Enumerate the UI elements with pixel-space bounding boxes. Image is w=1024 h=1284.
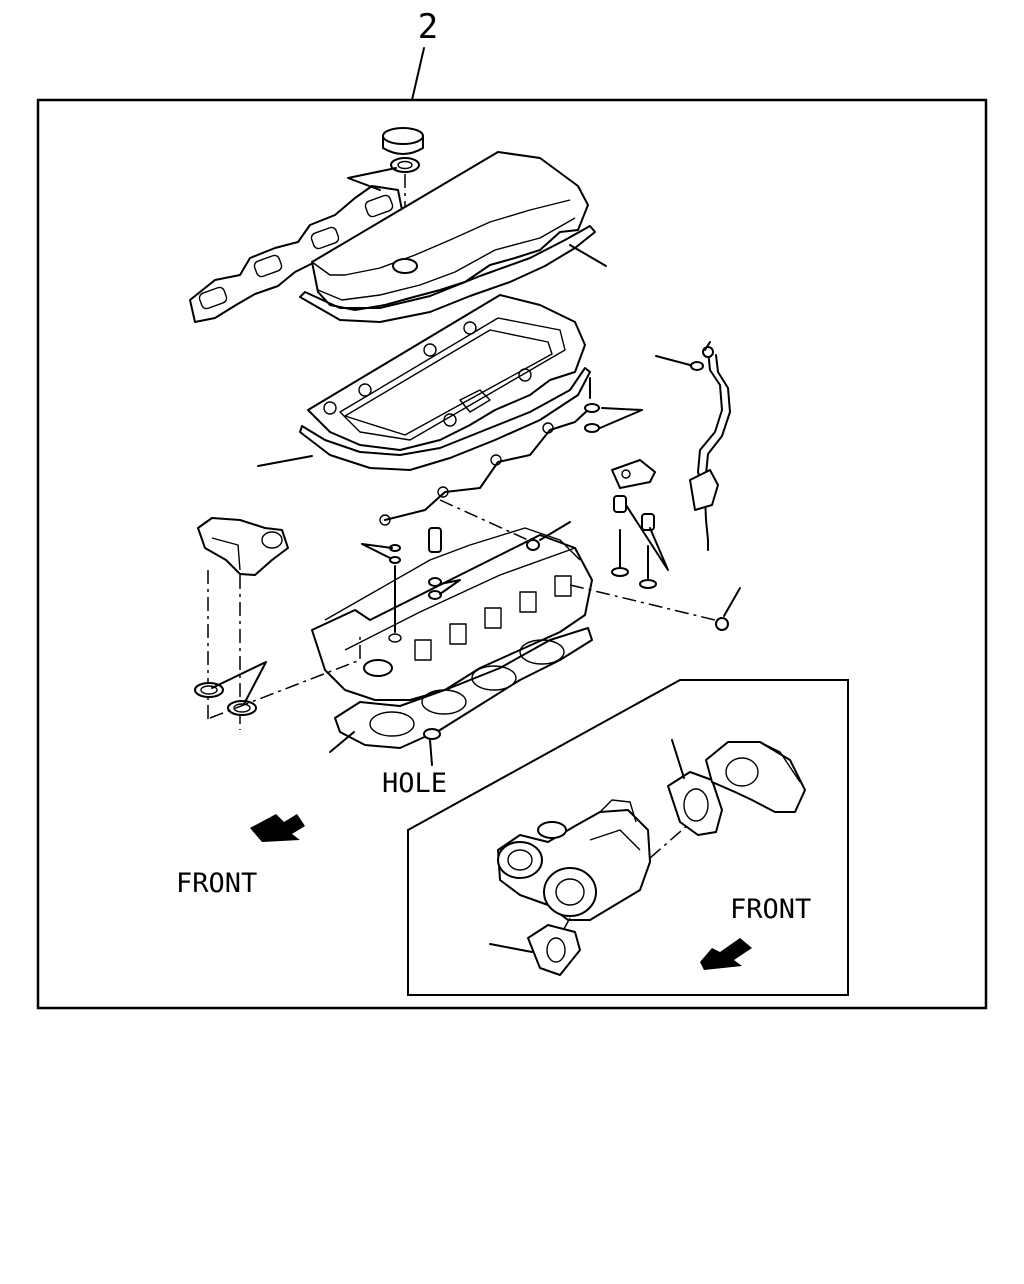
head-cover-gasket [299, 225, 596, 323]
kit-marker-asterisk [303, 750, 323, 770]
kit-marker-asterisk [576, 502, 596, 522]
injector-pipe [689, 346, 731, 551]
front-label-main: FRONT [176, 868, 257, 899]
rocker-housing-gasket [299, 367, 591, 471]
turbo-lower-axis [554, 917, 571, 946]
glow-plug-washers [389, 544, 401, 633]
kit-marker-asterisk [273, 638, 293, 658]
injector-axis-line [439, 499, 529, 541]
front-arrow-main [250, 814, 305, 842]
kit-marker-asterisk [654, 718, 674, 738]
kit-marker-asterisk [650, 404, 670, 424]
kit-marker-asterisk [462, 934, 482, 954]
filler-cap-seal [390, 157, 420, 173]
kit-marker-asterisk [614, 263, 634, 283]
kit-leader-line [411, 47, 425, 101]
turbo-outlet-gasket [667, 771, 723, 836]
kit-frame [36, 98, 988, 1010]
cylinder-head-gasket [334, 627, 593, 749]
kit-marker-asterisk [674, 566, 694, 586]
hole-label: HOLE [382, 768, 447, 799]
turbocharger [497, 799, 651, 921]
leak-off-pipe [379, 377, 600, 526]
kit-marker-asterisk [630, 344, 650, 364]
leak-off-bolt-washer [690, 341, 711, 371]
turbo-inset-frame [407, 679, 849, 996]
kit-marker-asterisk [228, 458, 248, 478]
hole-leader [429, 739, 433, 766]
kit-marker-asterisk [320, 170, 340, 190]
head-plug-seal [526, 539, 729, 631]
plug-axis-line [569, 584, 716, 621]
kit-marker-asterisk [740, 562, 760, 582]
thermostat-o-rings [194, 682, 257, 716]
front-label-inset: FRONT [730, 894, 811, 925]
kit-number: 2 [418, 7, 438, 47]
cylinder-head-cover [311, 151, 589, 311]
kit-marker-asterisk [333, 528, 353, 548]
turbo-outlet-elbow [705, 741, 806, 813]
injector-washers [428, 527, 442, 600]
marker-leader-lines [211, 167, 741, 953]
front-arrow-inset [700, 938, 752, 970]
thermostat-housing [197, 517, 289, 576]
oil-filler-cap [382, 127, 424, 155]
valve-stem-seals [611, 495, 657, 589]
valve-bridge [611, 459, 656, 489]
rocker-housing [307, 294, 586, 451]
cylinder-head [311, 527, 593, 701]
turbo-inlet-gasket [527, 924, 581, 976]
